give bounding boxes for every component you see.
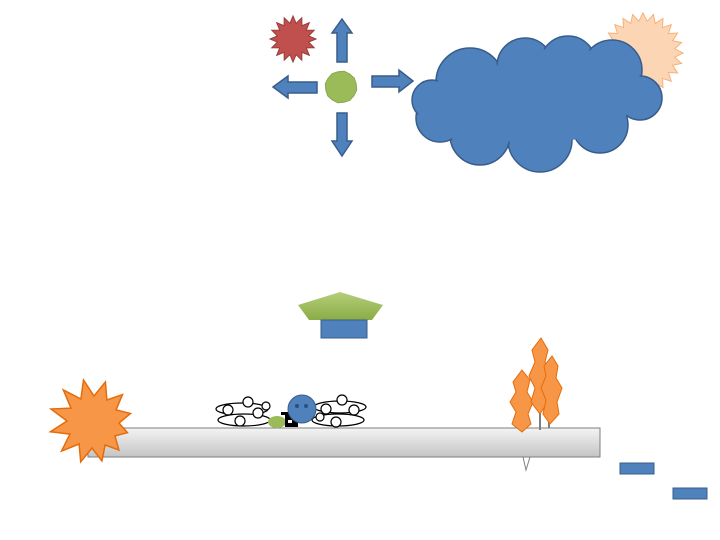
dust-cloud-left	[215, 396, 271, 427]
ground-spike	[522, 456, 531, 472]
step-block-1	[619, 462, 655, 475]
floating-block	[320, 319, 368, 339]
dust-cloud-right	[311, 394, 367, 428]
ground-platform	[87, 427, 601, 458]
arrow-left-icon[interactable]	[271, 74, 318, 100]
floating-platform	[298, 292, 383, 320]
green-dot-icon	[324, 70, 358, 104]
arrow-up-icon[interactable]	[330, 17, 354, 63]
step-block-2	[672, 487, 708, 500]
arrow-right-icon[interactable]	[371, 68, 415, 94]
orange-explosion-icon	[48, 377, 133, 464]
enemy-blue-face	[287, 394, 317, 424]
arrow-down-icon[interactable]	[330, 112, 354, 158]
direction-pad	[271, 17, 415, 158]
orange-autumn-trees-icon	[509, 337, 563, 433]
red-spiky-star-icon	[268, 14, 318, 64]
